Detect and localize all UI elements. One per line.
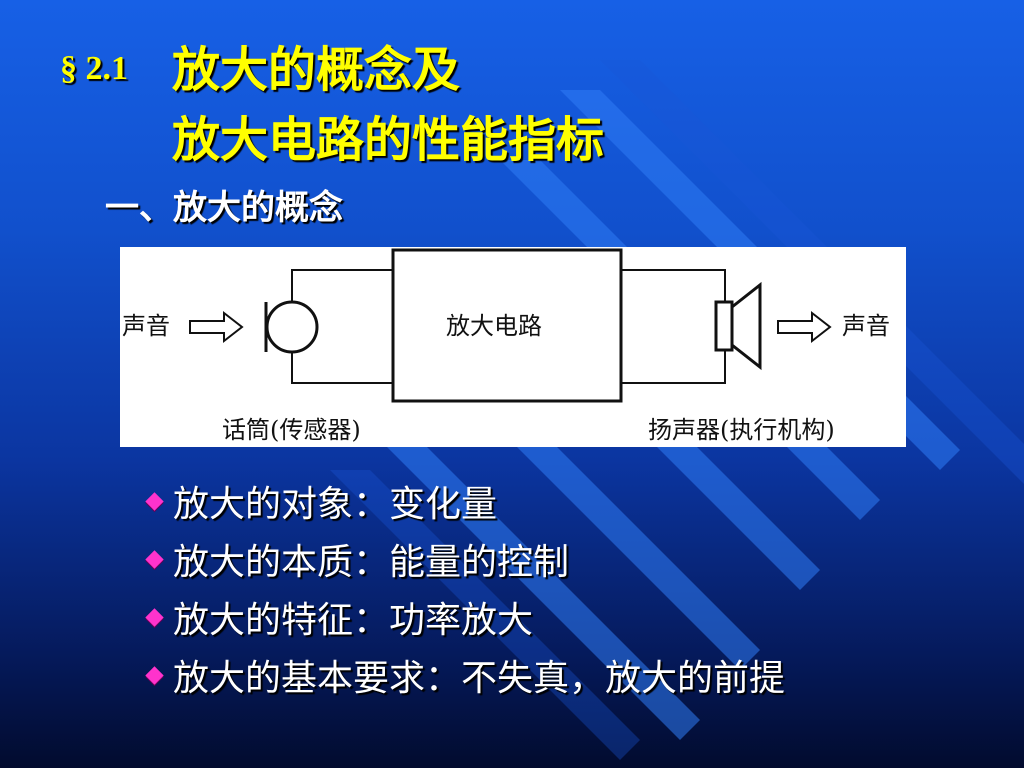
amplifier-diagram: 声音 放大电路 声音 话筒(传感器) 扬声器(执行机构) (120, 247, 906, 447)
diamond-bullet-icon (145, 491, 164, 511)
input-arrow-icon (189, 310, 244, 344)
input-sound-label: 声音 (122, 312, 170, 340)
bullet-text: 放大的特征：功率放大 (173, 600, 534, 641)
amplifier-label: 放大电路 (446, 312, 542, 340)
amplifier-diagram-drawing (189, 248, 832, 403)
bullet-item: 放大的对象：变化量 (142, 472, 785, 530)
bullet-text: 放大的基本要求：不失真，放大的前提 (173, 658, 786, 699)
diamond-bullet-icon (145, 665, 164, 685)
amplifier-box (391, 248, 623, 403)
speaker-caption: 扬声器(执行机构) (648, 416, 835, 444)
slide-title-line-1: 放大的概念及 (172, 42, 461, 98)
bullet-text: 放大的对象：变化量 (173, 484, 498, 525)
bullet-item: 放大的基本要求：不失真，放大的前提 (142, 646, 785, 704)
bullet-list: 放大的对象：变化量 放大的本质：能量的控制 放大的特征：功率放大 放大的基本要求… (142, 472, 785, 704)
bullet-text: 放大的本质：能量的控制 (173, 542, 570, 583)
slide-title-line-2: 放大电路的性能指标 (172, 112, 605, 168)
input-wire-bottom (291, 352, 393, 384)
speaker-icon (714, 281, 762, 371)
output-wire-top (621, 269, 726, 302)
bullet-item: 放大的本质：能量的控制 (142, 530, 785, 588)
section-subheading: 一、放大的概念 (105, 188, 343, 228)
microphone-icon (264, 300, 319, 354)
diamond-bullet-icon (145, 607, 164, 627)
microphone-caption: 话筒(传感器) (222, 416, 361, 444)
output-wire-bottom (621, 350, 726, 384)
bullet-item: 放大的特征：功率放大 (142, 588, 785, 646)
section-number: § 2.1 (60, 50, 128, 87)
input-wire-top (291, 269, 393, 302)
diamond-bullet-icon (145, 549, 164, 569)
output-sound-label: 声音 (842, 312, 890, 340)
output-arrow-icon (777, 310, 832, 344)
